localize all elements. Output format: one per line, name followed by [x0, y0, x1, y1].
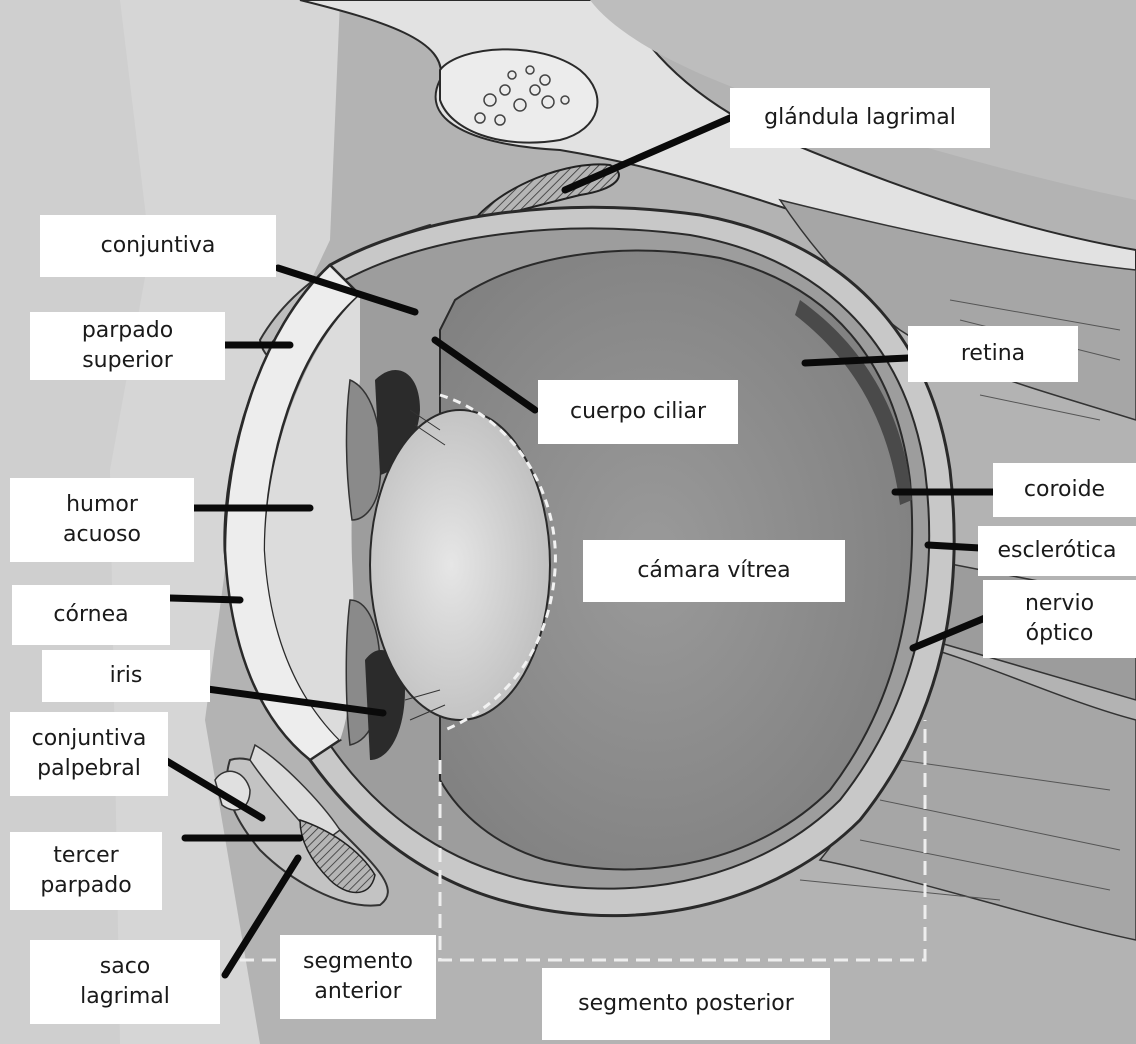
label-iris: iris [42, 650, 210, 702]
label-vitreous-chamber: cámara vítrea [583, 540, 845, 602]
label-choroid: coroide [993, 463, 1136, 517]
label-sclera: esclerótica [978, 526, 1136, 576]
label-lacrimal-gland: glándula lagrimal [730, 88, 990, 148]
label-cornea: córnea [12, 585, 170, 645]
leader-retina [805, 358, 908, 363]
label-retina: retina [908, 326, 1078, 382]
leader-sclera [928, 545, 980, 548]
label-ciliary-body: cuerpo ciliar [538, 380, 738, 444]
label-conjunctiva: conjuntiva [40, 215, 276, 277]
label-posterior-segment: segmento posterior [542, 968, 830, 1040]
leader-cornea [170, 598, 240, 600]
